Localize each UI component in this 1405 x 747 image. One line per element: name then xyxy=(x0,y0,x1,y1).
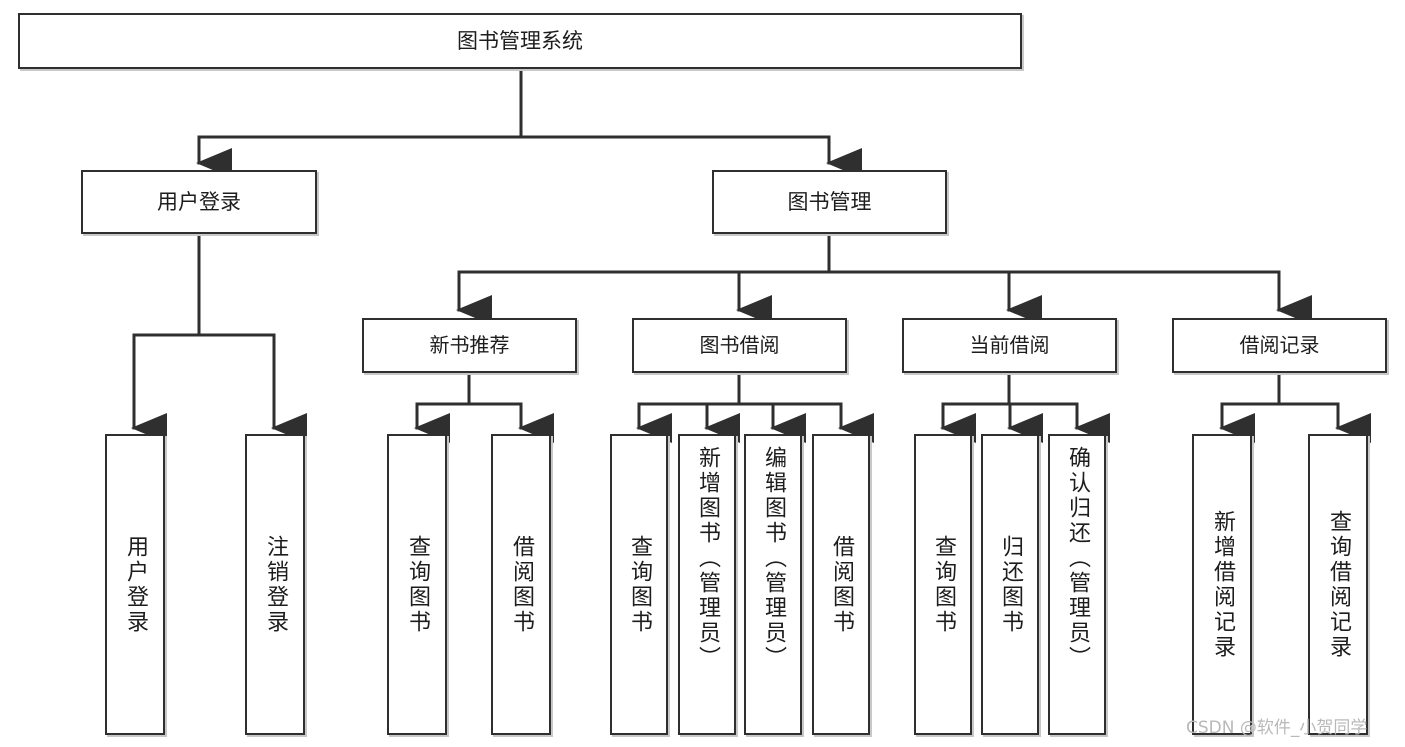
node-label: 编辑图书（管理员） xyxy=(761,446,786,671)
leaf-current-borrow-return[interactable]: 归还图书 xyxy=(981,434,1039,735)
leaf-new-book-query[interactable]: 查询图书 xyxy=(387,434,447,735)
node-book-management[interactable]: 图书管理 xyxy=(712,170,947,234)
node-label: 查询借阅记录 xyxy=(1326,509,1351,660)
node-label: 图书管理 xyxy=(787,189,872,214)
node-new-book-recommend[interactable]: 新书推荐 xyxy=(362,318,577,373)
node-label: 查询图书 xyxy=(405,534,430,635)
leaf-current-borrow-query[interactable]: 查询图书 xyxy=(914,434,972,735)
node-current-borrow[interactable]: 当前借阅 xyxy=(902,318,1117,373)
leaf-borrow-record-add[interactable]: 新增借阅记录 xyxy=(1192,434,1252,735)
node-label: 用户登录 xyxy=(157,189,241,214)
leaf-current-borrow-confirm-return[interactable]: 确认归还（管理员） xyxy=(1048,434,1106,735)
leaf-user-login-logout[interactable]: 注销登录 xyxy=(245,434,305,735)
node-label: 新增借阅记录 xyxy=(1210,509,1235,660)
node-borrow-record[interactable]: 借阅记录 xyxy=(1172,318,1387,373)
node-label: 借阅图书 xyxy=(829,534,854,635)
leaf-borrow-record-query[interactable]: 查询借阅记录 xyxy=(1308,434,1368,735)
leaf-new-book-borrow[interactable]: 借阅图书 xyxy=(491,434,551,735)
node-label: 新书推荐 xyxy=(429,333,510,357)
node-label: 借阅图书 xyxy=(509,534,534,635)
node-user-login[interactable]: 用户登录 xyxy=(81,170,317,234)
node-label: 图书借阅 xyxy=(699,333,780,357)
leaf-book-borrow-borrow[interactable]: 借阅图书 xyxy=(812,434,870,735)
node-label: 确认归还（管理员） xyxy=(1065,446,1090,671)
node-root-book-management-system[interactable]: 图书管理系统 xyxy=(18,13,1022,69)
node-book-borrow[interactable]: 图书借阅 xyxy=(632,318,847,373)
leaf-book-borrow-query[interactable]: 查询图书 xyxy=(610,434,668,735)
node-label: 归还图书 xyxy=(998,534,1023,635)
node-label: 用户登录 xyxy=(123,534,148,635)
leaf-book-borrow-add[interactable]: 新增图书（管理员） xyxy=(678,434,736,735)
node-label: 当前借阅 xyxy=(969,333,1050,357)
node-label: 查询图书 xyxy=(931,534,956,635)
node-label: 借阅记录 xyxy=(1239,333,1320,357)
node-label: 注销登录 xyxy=(263,534,288,635)
leaf-user-login-login[interactable]: 用户登录 xyxy=(105,434,165,735)
node-label: 图书管理系统 xyxy=(457,28,583,53)
node-label: 新增图书（管理员） xyxy=(695,446,720,671)
node-label: 查询图书 xyxy=(627,534,652,635)
watermark: CSDN @软件_小贺同学 xyxy=(1186,718,1368,738)
leaf-book-borrow-edit[interactable]: 编辑图书（管理员） xyxy=(744,434,802,735)
